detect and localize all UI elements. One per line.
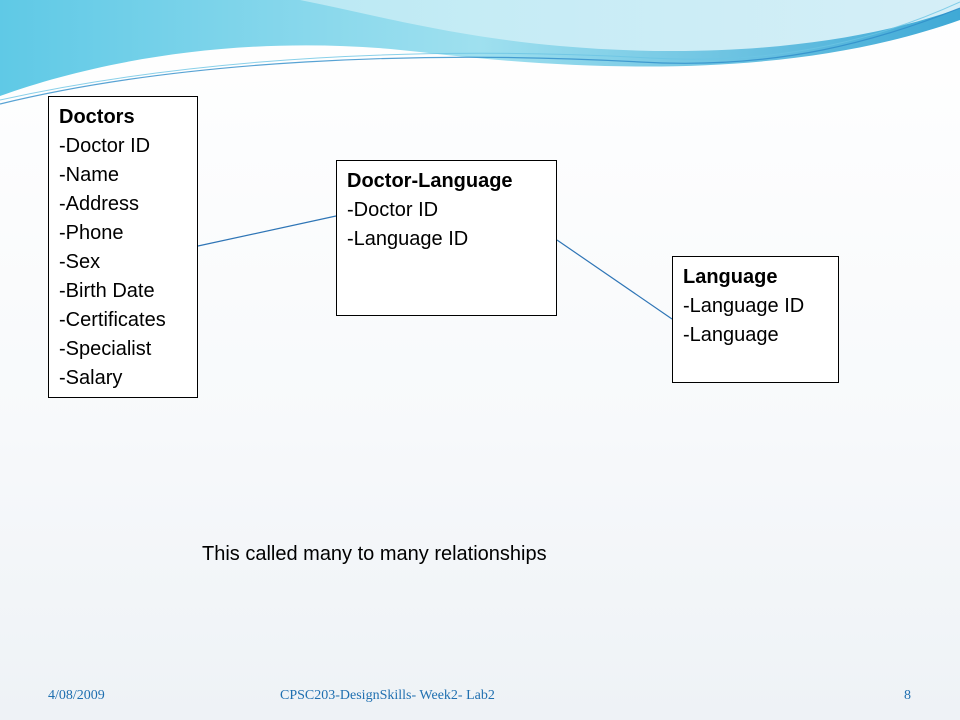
entity-attribute: -Birth Date bbox=[59, 280, 155, 302]
entity-title: Doctor-Language bbox=[347, 170, 513, 192]
entity-attribute: -Language ID bbox=[347, 228, 469, 250]
entity-attribute: -Language ID bbox=[683, 295, 805, 317]
entity-attribute: -Doctor ID bbox=[347, 199, 439, 221]
footer-date: 4/08/2009 bbox=[48, 688, 105, 703]
entity-attribute: -Address bbox=[59, 193, 140, 215]
entity-title: Doctors bbox=[59, 106, 135, 128]
footer-title: CPSC203-DesignSkills- Week2- Lab2 bbox=[280, 688, 495, 703]
entity-box-doctors: Doctors -Doctor ID -Name -Address -Phone… bbox=[48, 96, 198, 398]
relationship-line-doctor-language-language bbox=[556, 239, 673, 320]
entity-attribute: -Sex bbox=[59, 251, 101, 273]
header-wave-decoration bbox=[0, 0, 960, 105]
entity-attribute: -Specialist bbox=[59, 338, 152, 360]
relationship-line-doctors-doctor-language bbox=[197, 215, 337, 247]
entity-attribute: -Phone bbox=[59, 222, 124, 244]
diagram-caption: This called many to many relationships bbox=[202, 543, 547, 565]
entity-attribute: -Salary bbox=[59, 367, 123, 389]
entity-attribute: -Certificates bbox=[59, 309, 166, 331]
entity-attribute: -Language bbox=[683, 324, 779, 346]
entity-box-doctor-language: Doctor-Language -Doctor ID -Language ID bbox=[336, 160, 557, 316]
entity-box-language: Language -Language ID -Language bbox=[672, 256, 839, 383]
footer-page-number: 8 bbox=[904, 688, 911, 703]
entity-attribute: -Name bbox=[59, 164, 120, 186]
entity-title: Language bbox=[683, 266, 778, 288]
entity-attribute: -Doctor ID bbox=[59, 135, 151, 157]
